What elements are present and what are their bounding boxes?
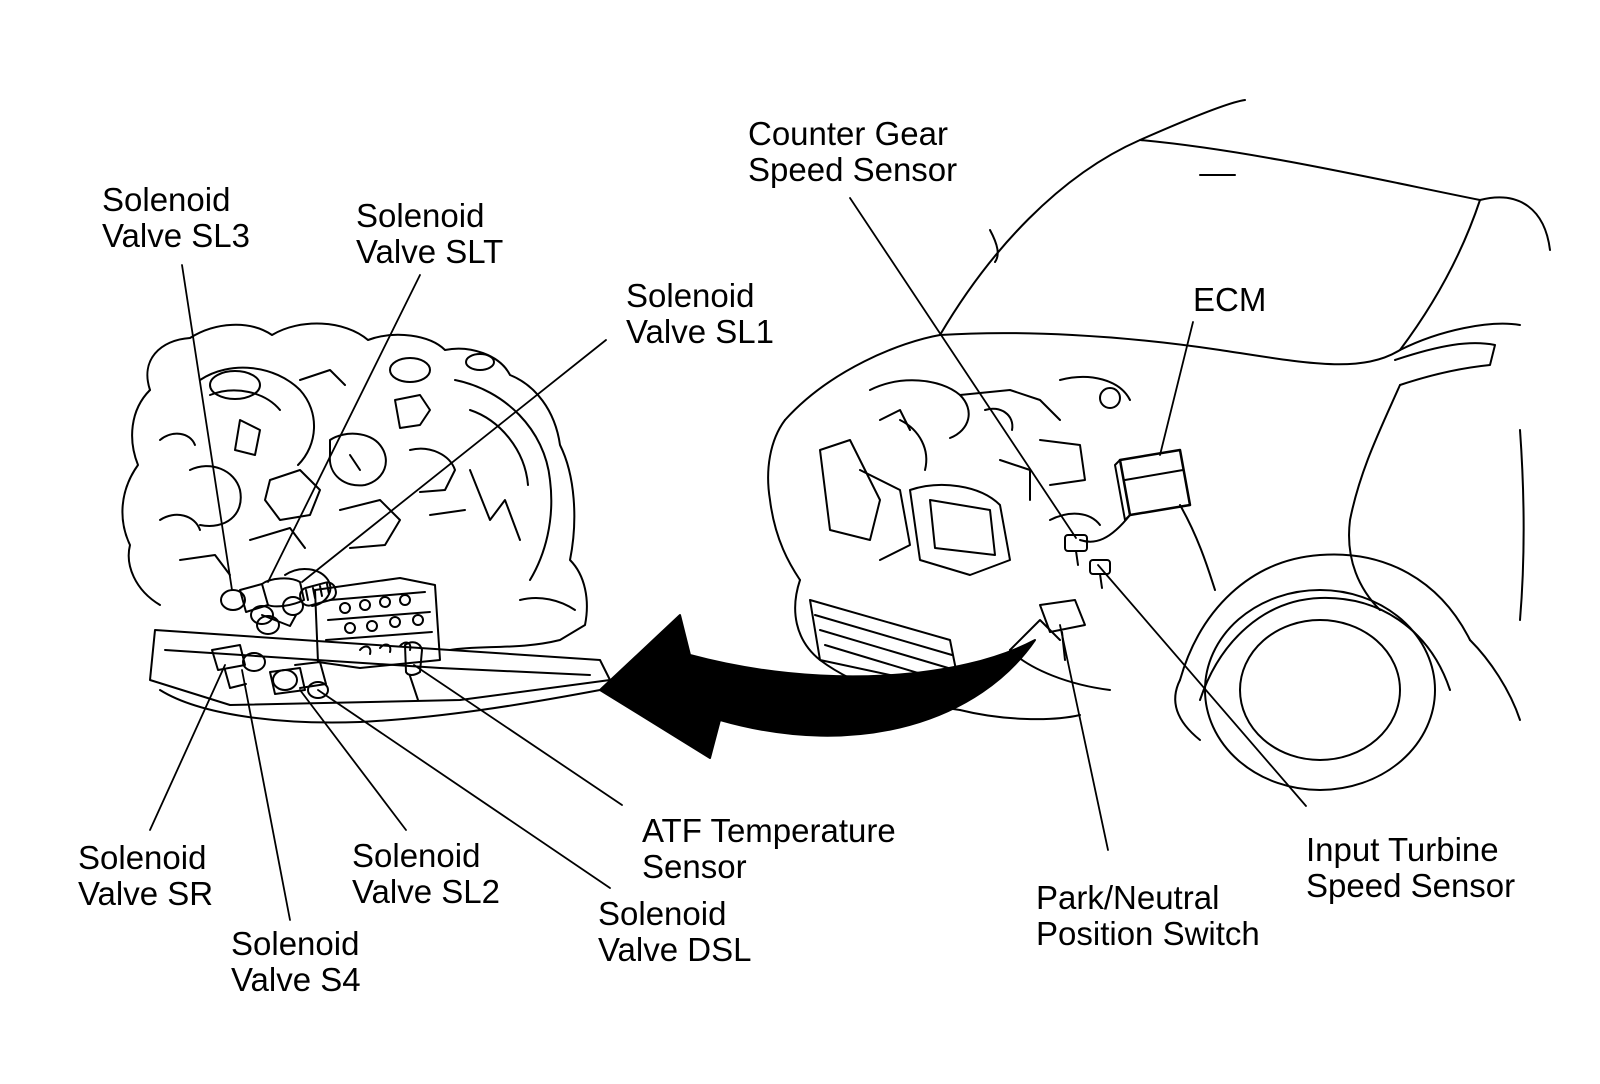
- label-line: Position Switch: [1036, 915, 1260, 952]
- label-park-neutral-position-switch: Park/Neutral Position Switch: [1036, 880, 1260, 952]
- label-solenoid-valve-s4: Solenoid Valve S4: [231, 926, 361, 998]
- label-line: Solenoid: [231, 925, 360, 962]
- transmission-assembly: [121, 322, 611, 724]
- label-line: Valve SR: [78, 875, 214, 912]
- label-solenoid-valve-dsl: Solenoid Valve DSL: [598, 896, 751, 968]
- label-line: Solenoid: [102, 181, 231, 218]
- solenoid-cluster-lower: [211, 644, 329, 699]
- label-line: Solenoid: [356, 197, 485, 234]
- label-line: Park/Neutral: [1036, 879, 1220, 916]
- label-solenoid-valve-sl2: Solenoid Valve SL2: [352, 838, 500, 910]
- label-line: Valve DSL: [598, 931, 752, 968]
- label-line: Counter Gear: [748, 115, 948, 152]
- leader-lines: [149, 197, 1307, 921]
- label-line: Speed Sensor: [748, 151, 958, 188]
- label-line: Valve SLT: [356, 233, 504, 270]
- counter-gear-speed-sensor: [1064, 534, 1088, 566]
- label-input-turbine-speed-sensor: Input Turbine Speed Sensor: [1306, 832, 1515, 904]
- label-counter-gear-speed-sensor: Counter Gear Speed Sensor: [748, 116, 957, 188]
- label-line: Valve S4: [231, 961, 361, 998]
- label-line: Sensor: [642, 848, 747, 885]
- label-atf-temperature-sensor: ATF Temperature Sensor: [642, 813, 896, 885]
- label-solenoid-valve-sr: Solenoid Valve SR: [78, 840, 213, 912]
- label-line: Valve SL1: [626, 313, 774, 350]
- label-line: ECM: [1193, 281, 1267, 318]
- label-line: Solenoid: [626, 277, 755, 314]
- label-line: Solenoid: [78, 839, 207, 876]
- label-solenoid-valve-slt: Solenoid Valve SLT: [356, 198, 503, 270]
- label-line: Valve SL3: [102, 217, 250, 254]
- park-neutral-position-switch: [1039, 599, 1086, 661]
- label-line: Input Turbine: [1306, 831, 1499, 868]
- ecm-box: [1114, 448, 1192, 521]
- label-ecm: ECM: [1193, 282, 1266, 318]
- label-line: Solenoid: [352, 837, 481, 874]
- label-line: Speed Sensor: [1306, 867, 1516, 904]
- label-line: Solenoid: [598, 895, 727, 932]
- label-line: Valve SL2: [352, 873, 500, 910]
- solenoid-cluster-upper: [220, 568, 337, 635]
- label-line: ATF Temperature: [642, 812, 896, 849]
- direction-arrow: [599, 614, 1036, 759]
- input-turbine-speed-sensor: [1089, 559, 1111, 589]
- label-solenoid-valve-sl3: Solenoid Valve SL3: [102, 182, 250, 254]
- atf-temperature-sensor: [404, 641, 423, 701]
- label-solenoid-valve-sl1: Solenoid Valve SL1: [626, 278, 774, 350]
